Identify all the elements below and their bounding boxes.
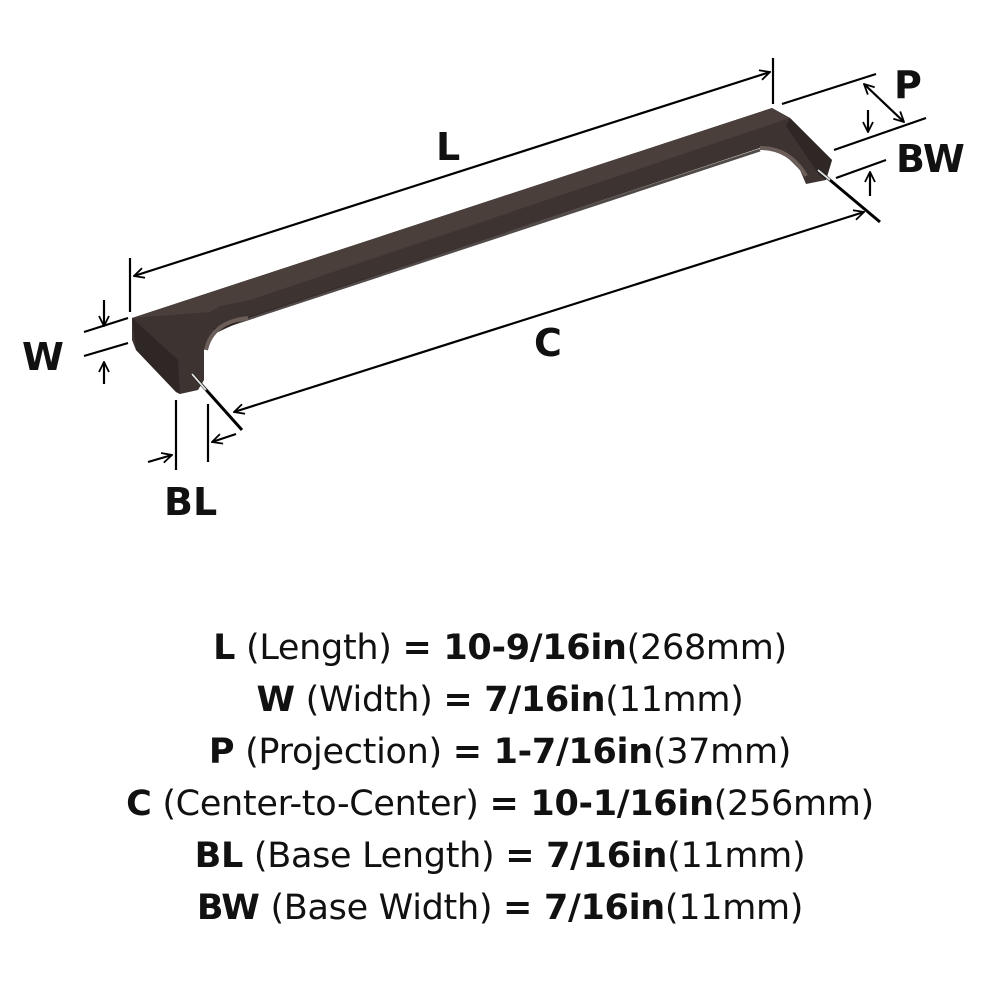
spec-base-width: BW (Base Width) = 7/16in(11mm) <box>0 882 1000 934</box>
spec-center-to-center: C (Center-to-Center) = 10-1/16in(256mm) <box>0 778 1000 830</box>
handle-groove <box>213 148 761 332</box>
dimension-lines <box>83 58 927 470</box>
spec-mm: (268mm) <box>626 628 788 668</box>
spec-equals: = <box>503 888 544 928</box>
spec-width: W (Width) = 7/16in(11mm) <box>0 674 1000 726</box>
c-arrow <box>234 212 864 412</box>
right-screw-post-highlight <box>817 169 831 181</box>
spec-mm: (11mm) <box>605 680 744 720</box>
spec-length: L (Length) = 10-9/16in(268mm) <box>0 622 1000 674</box>
spec-key: W <box>256 680 296 720</box>
spec-key: L <box>213 628 236 668</box>
w-ext-bottom <box>83 341 129 358</box>
p-ext-bottom <box>833 116 927 152</box>
spec-name: (Base Width) <box>259 888 504 928</box>
spec-equals: = <box>505 836 547 876</box>
spec-mm: (11mm) <box>664 888 804 928</box>
spec-inches: 7/16in <box>543 888 665 928</box>
specifications-list: L (Length) = 10-9/16in(268mm) W (Width) … <box>0 622 1000 934</box>
bl-arrow-left <box>147 455 172 462</box>
spec-mm: (256mm) <box>713 784 875 824</box>
handle-right-end-face <box>786 118 832 180</box>
spec-name: (Base Length) <box>243 836 506 876</box>
spec-inches: 1-7/16in <box>493 732 654 772</box>
w-ext-top <box>83 316 129 334</box>
spec-name: (Length) <box>235 628 403 668</box>
spec-name: (Projection) <box>234 732 453 772</box>
spec-equals: = <box>443 680 485 720</box>
p-ext-top <box>781 72 877 106</box>
bl-arrow-right <box>212 432 237 442</box>
handle-bar <box>132 108 832 394</box>
bw-ext-bottom <box>835 158 887 180</box>
label-c: C <box>534 321 562 365</box>
label-l: L <box>436 125 460 169</box>
spec-inches: 7/16in <box>546 836 668 876</box>
spec-key: BL <box>194 836 244 876</box>
spec-mm: (11mm) <box>667 836 806 876</box>
spec-inches: 10-9/16in <box>443 628 627 668</box>
spec-equals: = <box>402 628 444 668</box>
label-bw: BW <box>896 137 965 181</box>
spec-name: (Width) <box>294 680 444 720</box>
label-w: W <box>22 335 64 379</box>
handle-dimension-diagram: L C W BL P BW <box>22 58 965 524</box>
spec-equals: = <box>489 784 531 824</box>
spec-projection: P (Projection) = 1-7/16in(37mm) <box>0 726 1000 778</box>
handle-top-face <box>132 108 790 318</box>
spec-key: P <box>208 732 235 772</box>
label-bl: BL <box>164 480 217 524</box>
spec-inches: 7/16in <box>484 680 606 720</box>
spec-key: BW <box>196 888 260 928</box>
handle-left-end-face <box>132 318 180 394</box>
spec-equals: = <box>452 732 494 772</box>
p-arrow <box>864 84 904 122</box>
spec-key: C <box>126 784 152 824</box>
spec-base-length: BL (Base Length) = 7/16in(11mm) <box>0 830 1000 882</box>
left-screw-post-highlight <box>191 373 207 391</box>
spec-name: (Center-to-Center) <box>151 784 490 824</box>
spec-inches: 10-1/16in <box>530 784 714 824</box>
spec-mm: (37mm) <box>652 732 792 772</box>
label-p: P <box>894 63 922 107</box>
